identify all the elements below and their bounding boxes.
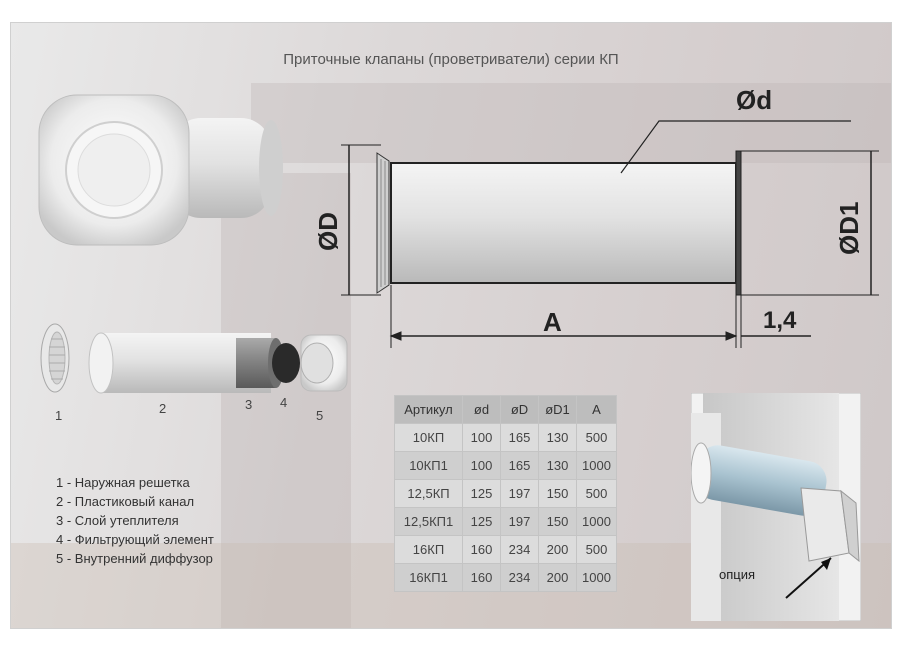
table-cell: 125 bbox=[462, 479, 501, 508]
column-header: A bbox=[576, 395, 617, 424]
table-header-row: Артикул ød øD øD1 A bbox=[394, 395, 617, 424]
table-cell: 234 bbox=[500, 563, 539, 592]
table-cell: 16КП1 bbox=[394, 563, 463, 592]
technical-drawing bbox=[341, 120, 879, 348]
dimension-label-d: Ød bbox=[736, 85, 773, 115]
table-cell: 12,5КП1 bbox=[394, 507, 463, 536]
table-cell: 200 bbox=[538, 535, 577, 564]
parts-legend: 1 - Наружная решетка 2 - Пластиковый кан… bbox=[56, 473, 214, 568]
page-title: Приточные клапаны (проветриватели) серии… bbox=[283, 51, 619, 68]
table-cell: 10КП bbox=[394, 423, 463, 452]
product-poster: Приточные клапаны (проветриватели) серии… bbox=[10, 22, 892, 629]
part-number-5: 5 bbox=[316, 408, 324, 423]
column-header: Артикул bbox=[394, 395, 463, 424]
column-header: øD1 bbox=[538, 395, 577, 424]
table-cell: 165 bbox=[500, 451, 539, 480]
exploded-parts-image bbox=[40, 323, 348, 394]
part-filter-element bbox=[272, 343, 300, 383]
legend-item: 2 - Пластиковый канал bbox=[56, 494, 195, 509]
table-cell: 16КП bbox=[394, 535, 463, 564]
table-cell: 130 bbox=[538, 451, 577, 480]
dimension-label-D1: ØD1 bbox=[834, 201, 864, 255]
table-cell: 234 bbox=[500, 535, 539, 564]
table-cell: 1000 bbox=[576, 451, 617, 480]
table-row: 16КП 160 234 200 500 bbox=[394, 535, 617, 564]
legend-item: 3 - Слой утеплителя bbox=[56, 513, 179, 528]
table-cell: 100 bbox=[462, 423, 501, 452]
table-row: 16КП1 160 234 200 1000 bbox=[394, 563, 617, 592]
spec-table: Артикул ød øD øD1 A 10КП 100 165 130 500… bbox=[394, 395, 617, 592]
installation-photo bbox=[691, 393, 861, 621]
dimension-label-D: ØD bbox=[313, 212, 343, 251]
table-cell: 197 bbox=[500, 507, 539, 536]
table-row: 12,5КП1 125 197 150 1000 bbox=[394, 507, 617, 536]
table-cell: 500 bbox=[576, 423, 617, 452]
part-number-2: 2 bbox=[159, 401, 167, 416]
table-cell: 12,5КП bbox=[394, 479, 463, 508]
table-cell: 130 bbox=[538, 423, 577, 452]
table-cell: 500 bbox=[576, 535, 617, 564]
legend-item: 1 - Наружная решетка bbox=[56, 475, 190, 490]
table-cell: 1000 bbox=[576, 507, 617, 536]
part-number-1: 1 bbox=[55, 408, 63, 423]
option-label: опция bbox=[719, 567, 756, 582]
column-header: ød bbox=[462, 395, 501, 424]
part-inner-diffuser bbox=[300, 334, 348, 392]
part-number-3: 3 bbox=[245, 397, 253, 412]
table-cell: 125 bbox=[462, 507, 501, 536]
table-row: 10КП 100 165 130 500 bbox=[394, 423, 617, 452]
table-cell: 100 bbox=[462, 451, 501, 480]
legend-item: 4 - Фильтрующий элемент bbox=[56, 532, 214, 547]
table-cell: 150 bbox=[538, 507, 577, 536]
table-cell: 197 bbox=[500, 479, 539, 508]
background-shelf bbox=[251, 83, 891, 163]
table-cell: 160 bbox=[462, 535, 501, 564]
part-number-4: 4 bbox=[280, 395, 288, 410]
dimension-label-flange: 1,4 bbox=[763, 307, 797, 334]
assembled-valve-image bbox=[38, 94, 283, 246]
table-cell: 500 bbox=[576, 479, 617, 508]
column-header: øD bbox=[500, 395, 539, 424]
part-outer-grille bbox=[40, 323, 70, 393]
table-cell: 1000 bbox=[576, 563, 617, 592]
table-cell: 10КП1 bbox=[394, 451, 463, 480]
background-cabinet bbox=[221, 173, 351, 628]
table-cell: 200 bbox=[538, 563, 577, 592]
table-row: 12,5КП 125 197 150 500 bbox=[394, 479, 617, 508]
table-cell: 165 bbox=[500, 423, 539, 452]
dimension-label-A: A bbox=[543, 307, 562, 337]
valve-drawings bbox=[38, 94, 879, 394]
table-row: 10КП1 100 165 130 1000 bbox=[394, 451, 617, 480]
table-cell: 150 bbox=[538, 479, 577, 508]
table-cell: 160 bbox=[462, 563, 501, 592]
legend-item: 5 - Внутренний диффузор bbox=[56, 551, 213, 566]
